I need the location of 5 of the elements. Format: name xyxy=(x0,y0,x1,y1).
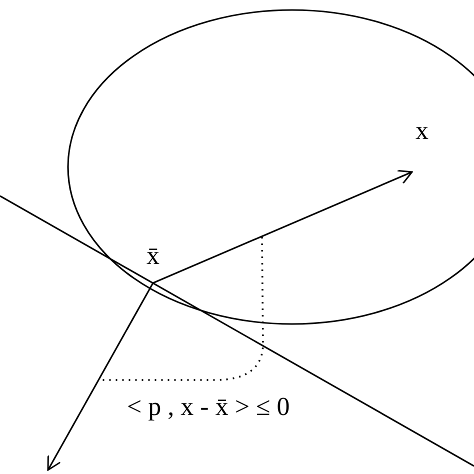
vector-label: x xyxy=(404,118,440,172)
inequality-label: < p , x - x̄ > ≤ 0 xyxy=(127,392,290,422)
arrow xyxy=(152,170,413,284)
point-label: x̄ xyxy=(140,243,166,283)
arrow xyxy=(47,282,154,471)
